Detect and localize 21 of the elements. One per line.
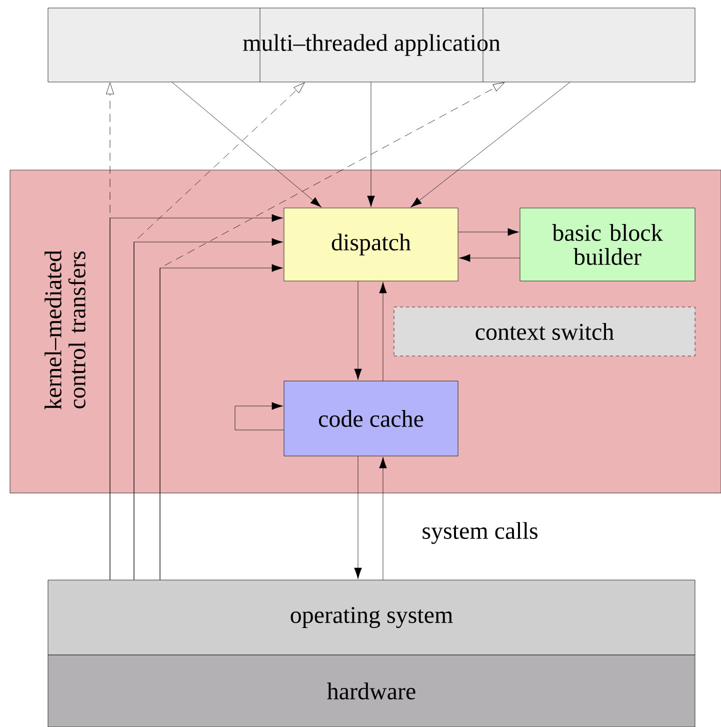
arrow (234, 402, 284, 430)
hardware-layer: hardware (48, 654, 696, 727)
arrow (379, 456, 387, 580)
context-switch-box: context switch (394, 306, 696, 356)
arrow (106, 82, 114, 580)
arrow (134, 82, 305, 580)
arrow (379, 282, 387, 381)
arrow (367, 82, 375, 208)
edge-label: system calls (420, 521, 540, 545)
builder-box: basic block builder (520, 208, 696, 282)
dispatch-box: dispatch (284, 208, 458, 282)
application-box: multi–threaded application (48, 8, 696, 82)
arrow (354, 281, 362, 380)
arrow (172, 82, 322, 208)
arrow (354, 456, 362, 580)
code-cache-box: code cache (284, 380, 458, 456)
arrow (410, 82, 570, 208)
arrow (458, 228, 520, 236)
arrow (458, 254, 520, 262)
arrow (160, 82, 505, 580)
operating-system-layer: operating system (48, 580, 696, 656)
